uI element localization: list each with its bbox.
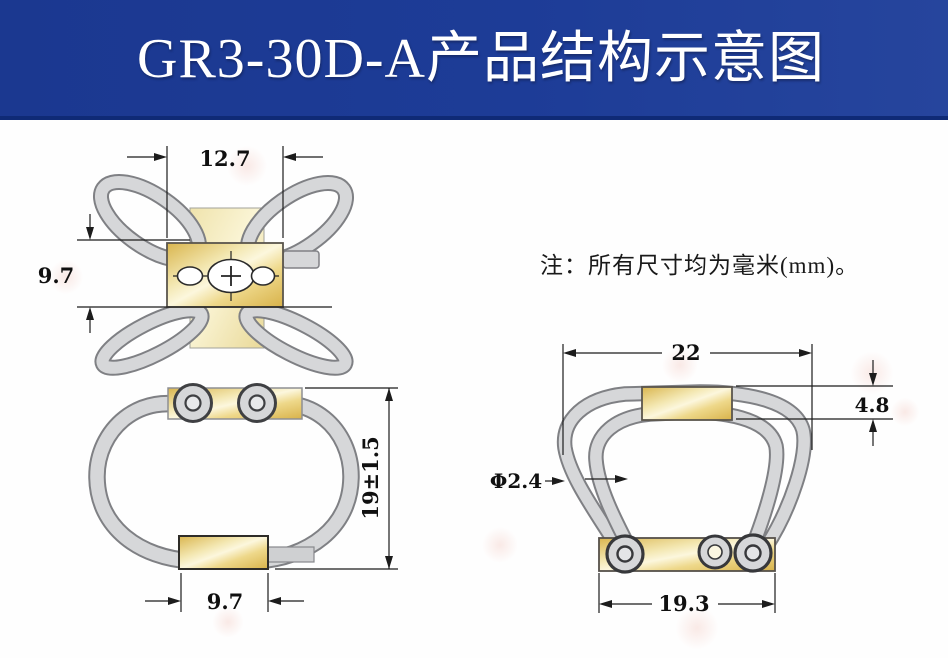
dim-label-front-base-width: 9.7 bbox=[207, 589, 244, 614]
watermark-blob bbox=[655, 340, 705, 390]
dim-label-front-height: 19±1.5 bbox=[358, 436, 383, 519]
top-block bbox=[641, 386, 733, 421]
wire-end-ring-right bbox=[237, 383, 277, 423]
watermark-blob bbox=[42, 253, 90, 301]
mount-hole-ring bbox=[697, 534, 733, 570]
wire-loop-bottom-left bbox=[94, 302, 210, 376]
wire-loop-left bbox=[88, 394, 235, 570]
left-hole bbox=[176, 266, 204, 286]
dimension-side-width bbox=[562, 344, 813, 455]
watermark-blob bbox=[206, 600, 250, 644]
dim-label-side-block-height: 4.8 bbox=[855, 393, 890, 417]
unit-note: 注：所有尺寸均为毫米(mm)。 bbox=[540, 253, 860, 278]
dimension-top-height bbox=[77, 214, 332, 333]
dim-label-side-width: 22 bbox=[671, 340, 700, 365]
dimension-side-base-width bbox=[598, 573, 776, 613]
dim-label-top-height: 9.7 bbox=[38, 263, 75, 288]
dimension-wire-diameter bbox=[545, 475, 628, 485]
watermark-blob bbox=[885, 392, 925, 432]
dimension-side-block-height bbox=[736, 360, 893, 446]
top-view-drawing bbox=[92, 173, 355, 376]
dimension-front-height bbox=[275, 387, 398, 570]
dimension-front-base-width bbox=[145, 573, 304, 612]
technical-drawing: 12.7 9.7 bbox=[38, 146, 893, 616]
side-view-drawing bbox=[556, 384, 812, 574]
dim-label-side-base-width: 19.3 bbox=[658, 591, 709, 616]
wire-loop-bottom-right bbox=[238, 302, 354, 376]
wire-end-ring-left bbox=[605, 534, 645, 574]
side-tab bbox=[282, 250, 320, 269]
wire-end-ring-right bbox=[733, 533, 773, 573]
watermark-blob bbox=[219, 138, 275, 194]
page-title: GR3-30D-A产品结构示意图 bbox=[137, 28, 825, 90]
wire-end-ring-left bbox=[173, 383, 213, 423]
dim-label-wire-diameter: Φ2.4 bbox=[490, 469, 542, 493]
front-view-drawing bbox=[88, 383, 360, 570]
dimension-top-width bbox=[127, 146, 323, 238]
wire-step bbox=[267, 546, 315, 563]
right-hole bbox=[250, 266, 276, 286]
dim-label-top-width: 12.7 bbox=[199, 146, 250, 171]
header-banner: GR3-30D-A产品结构示意图 bbox=[0, 0, 948, 120]
bottom-block bbox=[178, 535, 269, 570]
watermark-blob bbox=[475, 520, 525, 570]
